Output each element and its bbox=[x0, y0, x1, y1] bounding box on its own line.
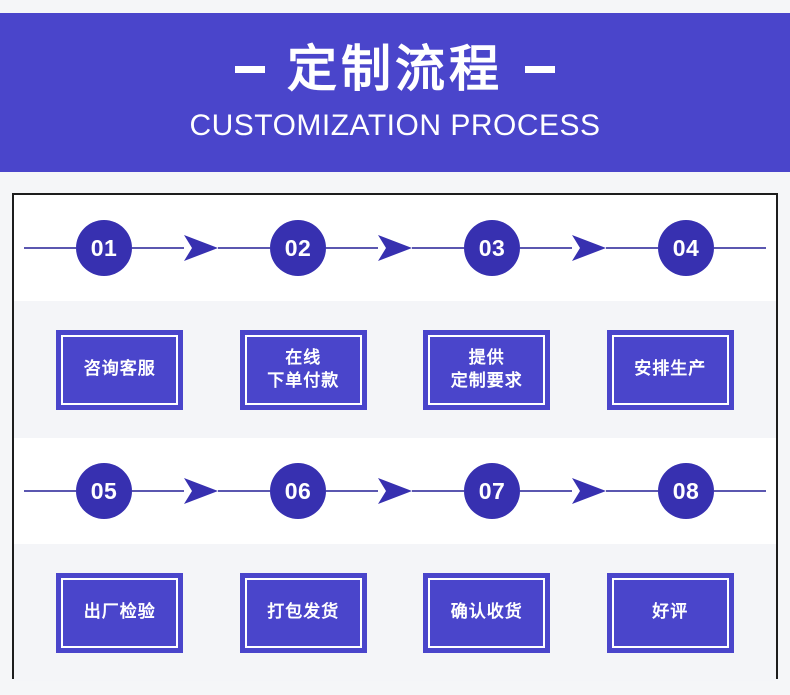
arrow-right-icon bbox=[184, 235, 218, 261]
rail-segment bbox=[520, 490, 572, 492]
step-label-row-2: 出厂检验 打包发货 确认收货 好评 bbox=[14, 544, 776, 681]
step-circle-07[interactable]: 07 bbox=[464, 463, 520, 519]
step-label-text: 提供 定制要求 bbox=[450, 347, 523, 390]
step-label-box-04[interactable]: 安排生产 bbox=[606, 329, 734, 410]
arrow-right-icon bbox=[572, 478, 606, 504]
arrow-right-icon bbox=[572, 235, 606, 261]
step-number-row-1: 01 02 03 04 bbox=[14, 195, 776, 301]
step-circle-02[interactable]: 02 bbox=[270, 220, 326, 276]
rail-segment bbox=[520, 247, 572, 249]
step-label-text: 在线 下单付款 bbox=[267, 347, 340, 390]
rail-segment bbox=[326, 247, 378, 249]
rail-segment bbox=[218, 490, 270, 492]
rail-segment bbox=[132, 490, 184, 492]
rail-segment bbox=[714, 247, 766, 249]
step-label-text: 咨询客服 bbox=[83, 359, 156, 379]
step-label-box-01[interactable]: 咨询客服 bbox=[56, 329, 184, 410]
rail-segment bbox=[606, 490, 658, 492]
step-circle-05[interactable]: 05 bbox=[76, 463, 132, 519]
rail-segment bbox=[218, 247, 270, 249]
rail-segment bbox=[606, 247, 658, 249]
dash-left-icon bbox=[235, 66, 265, 73]
step-label-text: 打包发货 bbox=[267, 602, 340, 622]
step-label-text: 好评 bbox=[652, 602, 689, 622]
step-circle-03[interactable]: 03 bbox=[464, 220, 520, 276]
rail-segment bbox=[714, 490, 766, 492]
step-label-text: 确认收货 bbox=[450, 602, 523, 622]
arrow-right-icon bbox=[378, 235, 412, 261]
arrow-right-icon bbox=[378, 478, 412, 504]
top-spacer bbox=[0, 0, 790, 13]
step-label-box-07[interactable]: 确认收货 bbox=[423, 572, 551, 653]
header-gap bbox=[0, 172, 790, 193]
page-subtitle: CUSTOMIZATION PROCESS bbox=[189, 109, 601, 142]
step-circle-06[interactable]: 06 bbox=[270, 463, 326, 519]
step-label-text: 出厂检验 bbox=[83, 602, 156, 622]
arrow-right-icon bbox=[184, 478, 218, 504]
step-label-row-1: 咨询客服 在线 下单付款 提供 定制要求 安排生产 bbox=[14, 301, 776, 438]
rail-segment bbox=[412, 247, 464, 249]
step-label-box-02[interactable]: 在线 下单付款 bbox=[239, 329, 367, 410]
rail-segment bbox=[412, 490, 464, 492]
step-label-box-08[interactable]: 好评 bbox=[606, 572, 734, 653]
header-title-row: 定制流程 bbox=[235, 42, 555, 97]
process-panel: 01 02 03 04 咨询客服 在线 下单付款 提供 定制要求 bbox=[12, 193, 778, 681]
step-circle-01[interactable]: 01 bbox=[76, 220, 132, 276]
step-label-box-05[interactable]: 出厂检验 bbox=[56, 572, 184, 653]
rail-segment bbox=[326, 490, 378, 492]
step-label-box-03[interactable]: 提供 定制要求 bbox=[423, 329, 551, 410]
page-title: 定制流程 bbox=[287, 41, 503, 97]
step-circle-04[interactable]: 04 bbox=[658, 220, 714, 276]
step-number-row-2: 05 06 07 08 bbox=[14, 438, 776, 544]
rail-segment bbox=[24, 247, 76, 249]
rail-segment bbox=[132, 247, 184, 249]
step-label-box-06[interactable]: 打包发货 bbox=[239, 572, 367, 653]
page-header: 定制流程 CUSTOMIZATION PROCESS bbox=[0, 13, 790, 172]
dash-right-icon bbox=[525, 66, 555, 73]
step-circle-08[interactable]: 08 bbox=[658, 463, 714, 519]
step-label-text: 安排生产 bbox=[634, 359, 707, 379]
rail-segment bbox=[24, 490, 76, 492]
